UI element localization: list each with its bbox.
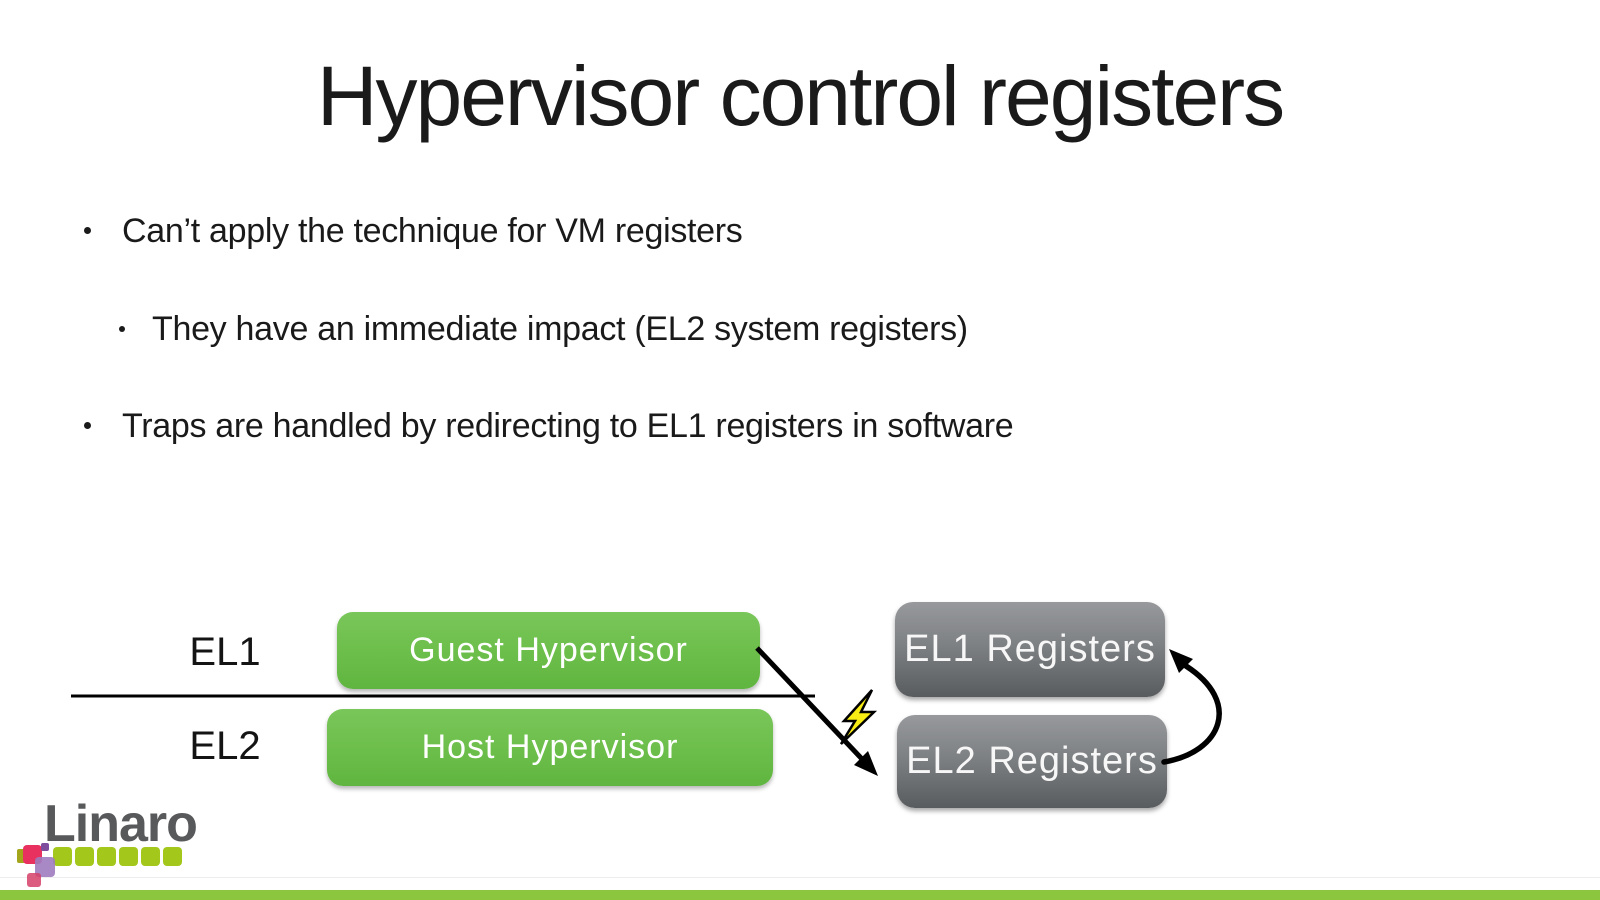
logo-cluster-square (17, 849, 27, 863)
bullet-dot-icon (84, 227, 91, 234)
footer-hairline (0, 877, 1600, 878)
logo-square (119, 847, 138, 866)
logo-cluster-square (27, 873, 41, 887)
bullet-dot-icon (119, 326, 125, 332)
logo-square (75, 847, 94, 866)
linaro-logo-text: Linaro (44, 795, 198, 853)
el2-registers-box: EL2 Registers (897, 715, 1167, 808)
logo-square (141, 847, 160, 866)
guest-hypervisor-box: Guest Hypervisor (337, 612, 760, 689)
bullet-text: Can’t apply the technique for VM registe… (122, 212, 743, 250)
logo-square (53, 847, 72, 866)
page-title: Hypervisor control registers (316, 49, 1285, 143)
linaro-logo: Linaro (0, 790, 260, 890)
footer-bar (0, 890, 1600, 900)
logo-square (97, 847, 116, 866)
bullet-item: They have an immediate impact (EL2 syste… (119, 308, 968, 350)
logo-square (163, 847, 182, 866)
bullet-item: Can’t apply the technique for VM registe… (84, 210, 743, 252)
trap-arrow-icon (755, 646, 878, 776)
host-hypervisor-box: Host Hypervisor (327, 709, 773, 786)
linaro-logo-squares (53, 847, 182, 866)
redirect-arrow-icon (1161, 649, 1222, 765)
bullet-text: They have an immediate impact (EL2 syste… (152, 310, 968, 348)
lightning-bolt-icon (839, 689, 878, 745)
el2-level-label: EL2 (189, 724, 261, 768)
logo-cluster-square (41, 843, 49, 851)
el1-level-label: EL1 (189, 630, 261, 674)
bullet-dot-icon (84, 422, 91, 429)
logo-cluster-square (35, 857, 55, 877)
bullet-text: Traps are handled by redirecting to EL1 … (122, 407, 1014, 445)
bullet-item: Traps are handled by redirecting to EL1 … (84, 405, 1014, 447)
el1-registers-box: EL1 Registers (895, 602, 1165, 697)
